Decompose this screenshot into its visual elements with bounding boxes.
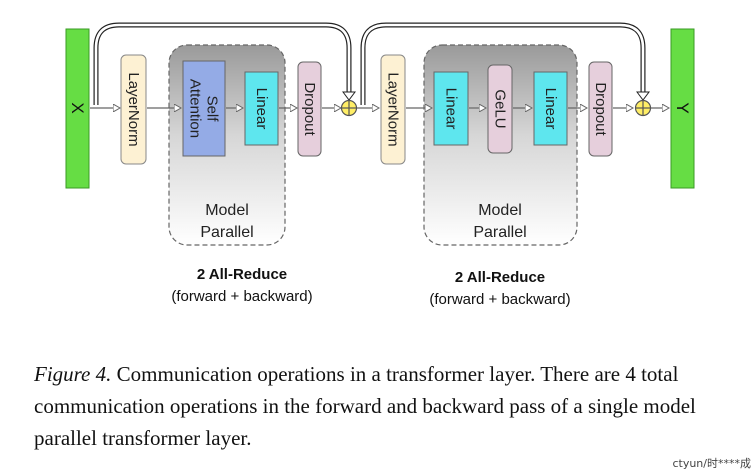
all-reduce-subtitle: (forward + backward): [171, 288, 312, 305]
dropout-block-2: Dropout: [588, 61, 613, 157]
self-attention-label-line1: Self: [204, 96, 221, 123]
linear-label: Linear: [443, 88, 460, 130]
figure-caption: Figure 4. Communication operations in a …: [34, 358, 746, 454]
output-y-label: Y: [673, 102, 692, 113]
watermark: ctyun/时****成: [672, 457, 751, 470]
add-circle-icon: [340, 99, 358, 117]
all-reduce-note-left: 2 All-Reduce (forward + backward): [171, 266, 312, 305]
self-attention-block: Self Attention: [182, 60, 226, 157]
dropout-label: Dropout: [301, 82, 318, 136]
all-reduce-title: 2 All-Reduce: [197, 266, 287, 283]
figure-caption-text: Communication operations in a transforme…: [34, 362, 696, 450]
dropout-block-1: Dropout: [297, 61, 322, 157]
layernorm-block-2: LayerNorm: [380, 54, 406, 165]
group-label-line1: Model: [205, 202, 249, 219]
gelu-block: GeLU: [487, 64, 513, 154]
layernorm-label: LayerNorm: [385, 72, 402, 146]
layernorm-block-1: LayerNorm: [120, 54, 147, 165]
linear-block-1: Linear: [244, 71, 279, 146]
input-x-label: X: [68, 102, 87, 113]
group-label-line2: Parallel: [473, 224, 526, 241]
input-x-block: X: [65, 28, 90, 189]
figure-label: Figure 4.: [34, 362, 112, 386]
group-label-line1: Model: [478, 202, 522, 219]
gelu-label: GeLU: [492, 89, 509, 128]
self-attention-label-line2: Attention: [187, 79, 204, 138]
linear-block-3: Linear: [533, 71, 568, 146]
output-y-block: Y: [670, 28, 695, 189]
dropout-label: Dropout: [592, 82, 609, 136]
linear-label: Linear: [542, 88, 559, 130]
linear-block-2: Linear: [433, 71, 469, 146]
group-label-line2: Parallel: [200, 224, 253, 241]
transformer-diagram: Model Parallel Model Parallel X LayerNor…: [65, 22, 695, 308]
layernorm-label: LayerNorm: [125, 72, 142, 146]
all-reduce-title: 2 All-Reduce: [455, 269, 545, 286]
all-reduce-note-right: 2 All-Reduce (forward + backward): [429, 269, 570, 308]
add-circle-icon: [634, 99, 652, 117]
all-reduce-subtitle: (forward + backward): [429, 291, 570, 308]
linear-label: Linear: [253, 88, 270, 130]
